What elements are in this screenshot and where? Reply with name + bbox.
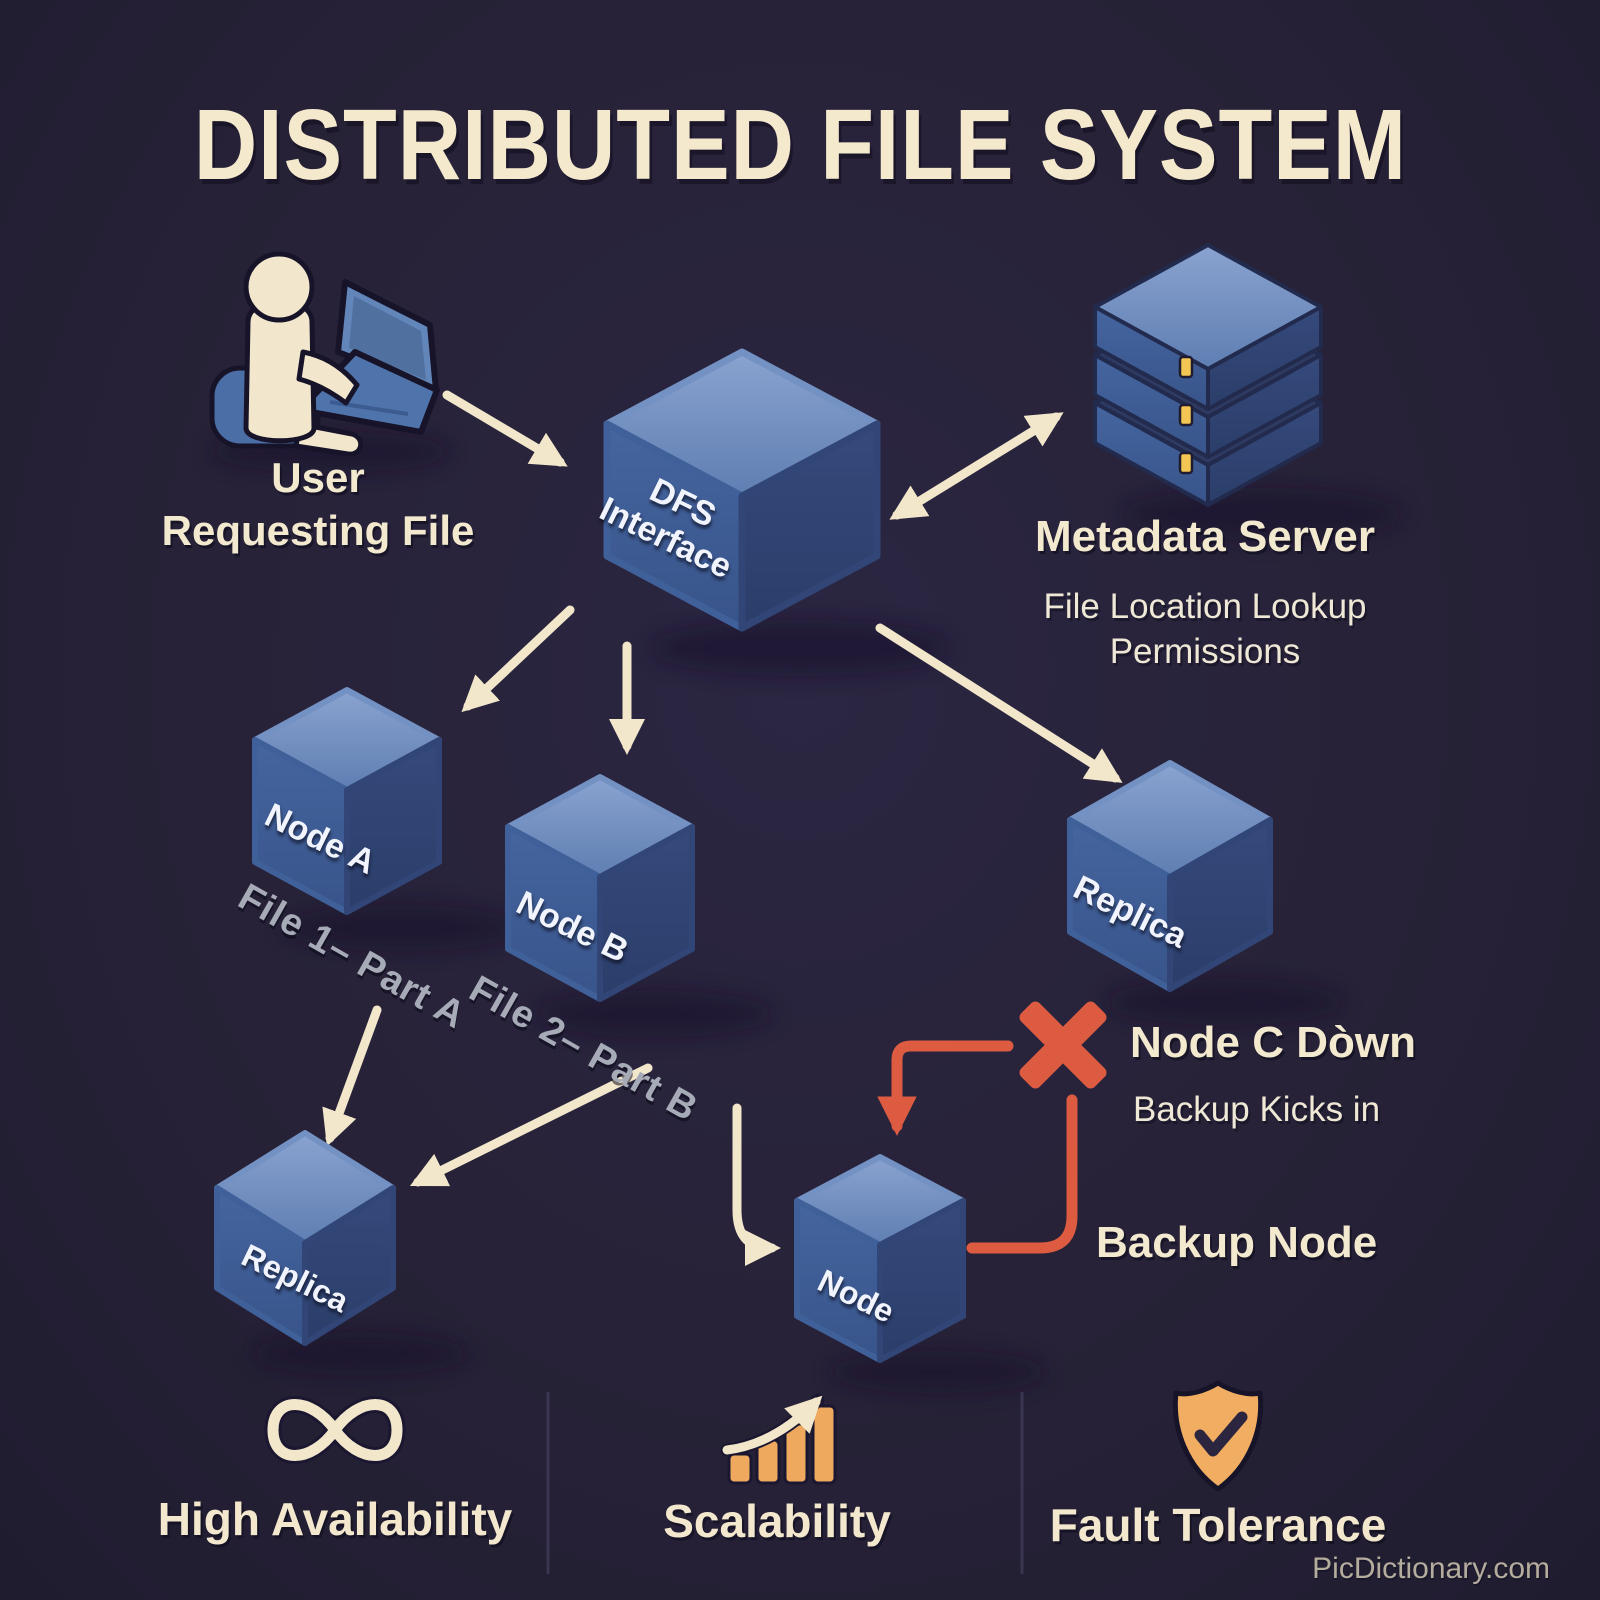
footer-dividers xyxy=(546,1392,1024,1574)
node-a-cube xyxy=(252,687,442,915)
person-arm xyxy=(296,349,360,406)
laptop-screen-panel xyxy=(349,296,426,380)
failover-arrows xyxy=(877,1040,1078,1254)
arrow-user-to-dfs xyxy=(442,390,568,467)
watermark: PicDictionary.com xyxy=(1312,1552,1550,1585)
person-head xyxy=(243,251,315,323)
user-label-line1: User xyxy=(271,454,365,501)
growth-bars-icon xyxy=(720,1393,837,1485)
backup-kicks-in-subtitle: Backup Kicks in xyxy=(1133,1090,1381,1129)
arrow-dfs-to-node-a xyxy=(461,605,575,713)
footer-label-fault-tolerance: Fault Tolerance xyxy=(1049,1499,1387,1551)
page-title: DISTRIBUTED FILE SYSTEM xyxy=(193,89,1407,201)
metadata-subtitle-2: Permissions xyxy=(1109,632,1301,671)
replica-bottom-cube xyxy=(214,1130,396,1346)
metadata-server-title: Metadata Server xyxy=(1035,512,1375,561)
shadows xyxy=(210,432,1402,1393)
node-c-down-title: Node C Dòwn xyxy=(1130,1018,1416,1067)
footer-label-high-availability: High Availability xyxy=(157,1493,513,1545)
dfs-interface-cube xyxy=(603,348,881,632)
node-b-cube xyxy=(505,774,695,1002)
line-x-to-backup-elbow xyxy=(966,1094,1078,1254)
arrow-file2-to-node-bottom xyxy=(732,1103,781,1266)
footer-label-scalability: Scalability xyxy=(663,1495,891,1547)
backup-node-label: Backup Node xyxy=(1096,1218,1378,1267)
arrow-x-to-node-bottom xyxy=(877,1040,1014,1136)
arrow-dfs-metadata-bidirectional xyxy=(889,412,1064,520)
replica-right-cube xyxy=(1067,760,1273,992)
arrow-to-replica-bottom-diagonal xyxy=(409,1063,653,1187)
arrow-file1-to-replica-bottom xyxy=(322,1005,382,1147)
shield-check-icon xyxy=(1172,1380,1264,1492)
user-label: User Requesting File xyxy=(138,452,498,557)
x-mark-icon xyxy=(1019,1001,1107,1089)
user-label-line2: Requesting File xyxy=(161,506,475,554)
person-at-laptop-icon xyxy=(209,251,440,457)
metadata-subtitle-1: File Location Lookup xyxy=(1043,587,1367,626)
server-stack-icon xyxy=(1093,243,1323,507)
arrow-dfs-to-replica-right xyxy=(875,623,1123,783)
node-bottom-cube xyxy=(794,1154,966,1363)
flow-arrows xyxy=(322,390,1123,1266)
infinity-icon xyxy=(264,1396,406,1464)
